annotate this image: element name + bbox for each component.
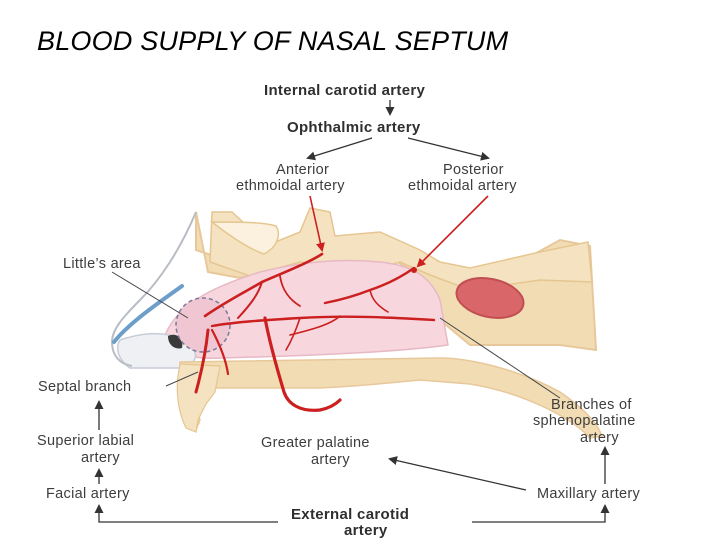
label-greater-palatine-line1: Greater palatine [261,435,370,451]
septum-mucosa [164,259,449,360]
leader-sphenopalatine [439,317,561,399]
frontal-sinus [209,221,280,255]
artery-septal-branch-2 [210,328,230,376]
nose-outline [110,211,197,367]
arrow-maxillary-to-palatine [388,456,527,491]
red-arrows [309,195,489,268]
label-sphenopalatine-line2: sphenopalatine [533,413,636,429]
label-facial: Facial artery [46,486,130,502]
label-sphenopalatine-line3: artery [580,430,619,446]
arrow-anterior-ethmoidal-entry [309,195,325,252]
label-maxillary: Maxillary artery [537,486,641,502]
label-superior-labial-line1: Superior labial [37,433,134,449]
artery-greater-palatine [263,316,342,412]
label-septal-branch: Septal branch [38,379,131,395]
arrow-ophthalmic-to-posterior [407,137,490,161]
label-ophthalmic: Ophthalmic artery [287,119,421,136]
anatomy-illustration [110,207,604,439]
label-internal-carotid: Internal carotid artery [264,82,425,99]
label-anterior-ethmoidal-line1: Anterior [276,162,329,178]
artery-anterior-ethmoidal-branch [237,281,263,319]
label-greater-palatine-line2: artery [311,452,350,468]
leader-septal-branch [165,371,199,387]
label-anterior-ethmoidal-line2: ethmoidal artery [236,178,345,194]
label-sphenopalatine-line1: Branches of [551,397,632,413]
label-posterior-ethmoidal-line2: ethmoidal artery [408,178,517,194]
leader-littles-area [111,271,189,319]
labels: Internal carotid artery Ophthalmic arter… [37,82,641,539]
arrow-external-to-facial [94,504,278,523]
label-posterior-ethmoidal-line1: Posterior [443,162,504,178]
arrows [94,100,610,523]
artery-sphenopalatine-branch-2 [285,317,301,351]
artery-septal-branch [194,328,210,394]
nasal-cartilage [112,284,184,344]
label-external-carotid-line2: artery [344,522,388,539]
sphenoid-sinus [455,277,525,319]
slide-title: BLOOD SUPPLY OF NASAL SEPTUM [37,26,509,56]
label-external-carotid-line1: External carotid [291,506,409,523]
label-littles-area: Little’s area [63,256,141,272]
artery-anterior-ethmoidal-branch-2 [279,275,301,307]
arteries [194,252,436,412]
artery-posterior-ethmoidal-branch [369,289,389,313]
arrow-posterior-ethmoidal-entry [416,195,489,268]
label-superior-labial-line2: artery [81,450,120,466]
arrow-ophthalmic-to-anterior [306,137,373,161]
arrow-external-to-maxillary [472,504,610,523]
artery-sphenopalatine-branch [289,315,341,336]
posterior-ethmoidal-foramen [411,267,417,273]
hard-palate-bone [178,357,604,439]
